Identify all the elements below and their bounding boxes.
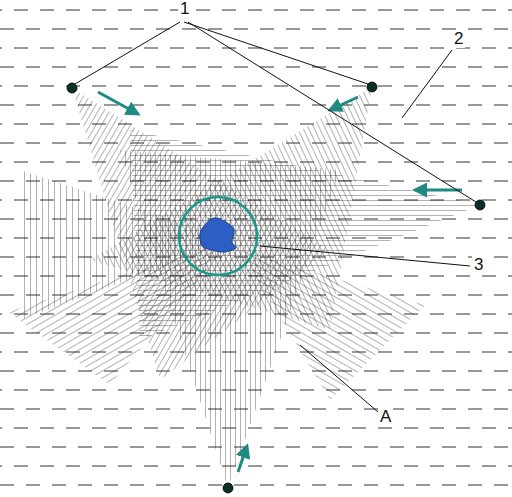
leader-line	[75, 22, 180, 84]
hatched-fan	[240, 250, 425, 400]
target-blob	[200, 218, 236, 252]
leader-line	[188, 22, 476, 202]
source-dot	[367, 82, 377, 92]
callout-number: 1	[178, 0, 191, 18]
wave-direction-arrow	[238, 446, 247, 472]
wave-fans	[8, 87, 480, 488]
leader-line	[260, 246, 470, 266]
water-background	[0, 10, 512, 485]
leader-line	[184, 22, 368, 84]
leader-line	[300, 345, 378, 412]
callout-number: A	[378, 408, 393, 426]
hatched-fan	[8, 240, 232, 385]
wave-direction-arrow	[98, 92, 138, 114]
focus-circle	[179, 197, 257, 275]
leader-line	[402, 50, 452, 118]
source-dot	[223, 483, 233, 493]
source-dot	[475, 200, 485, 210]
wave-direction-arrow	[330, 97, 358, 110]
source-dot	[67, 83, 77, 93]
callout-number: 2	[452, 30, 465, 48]
callout-number: 3	[472, 256, 485, 274]
